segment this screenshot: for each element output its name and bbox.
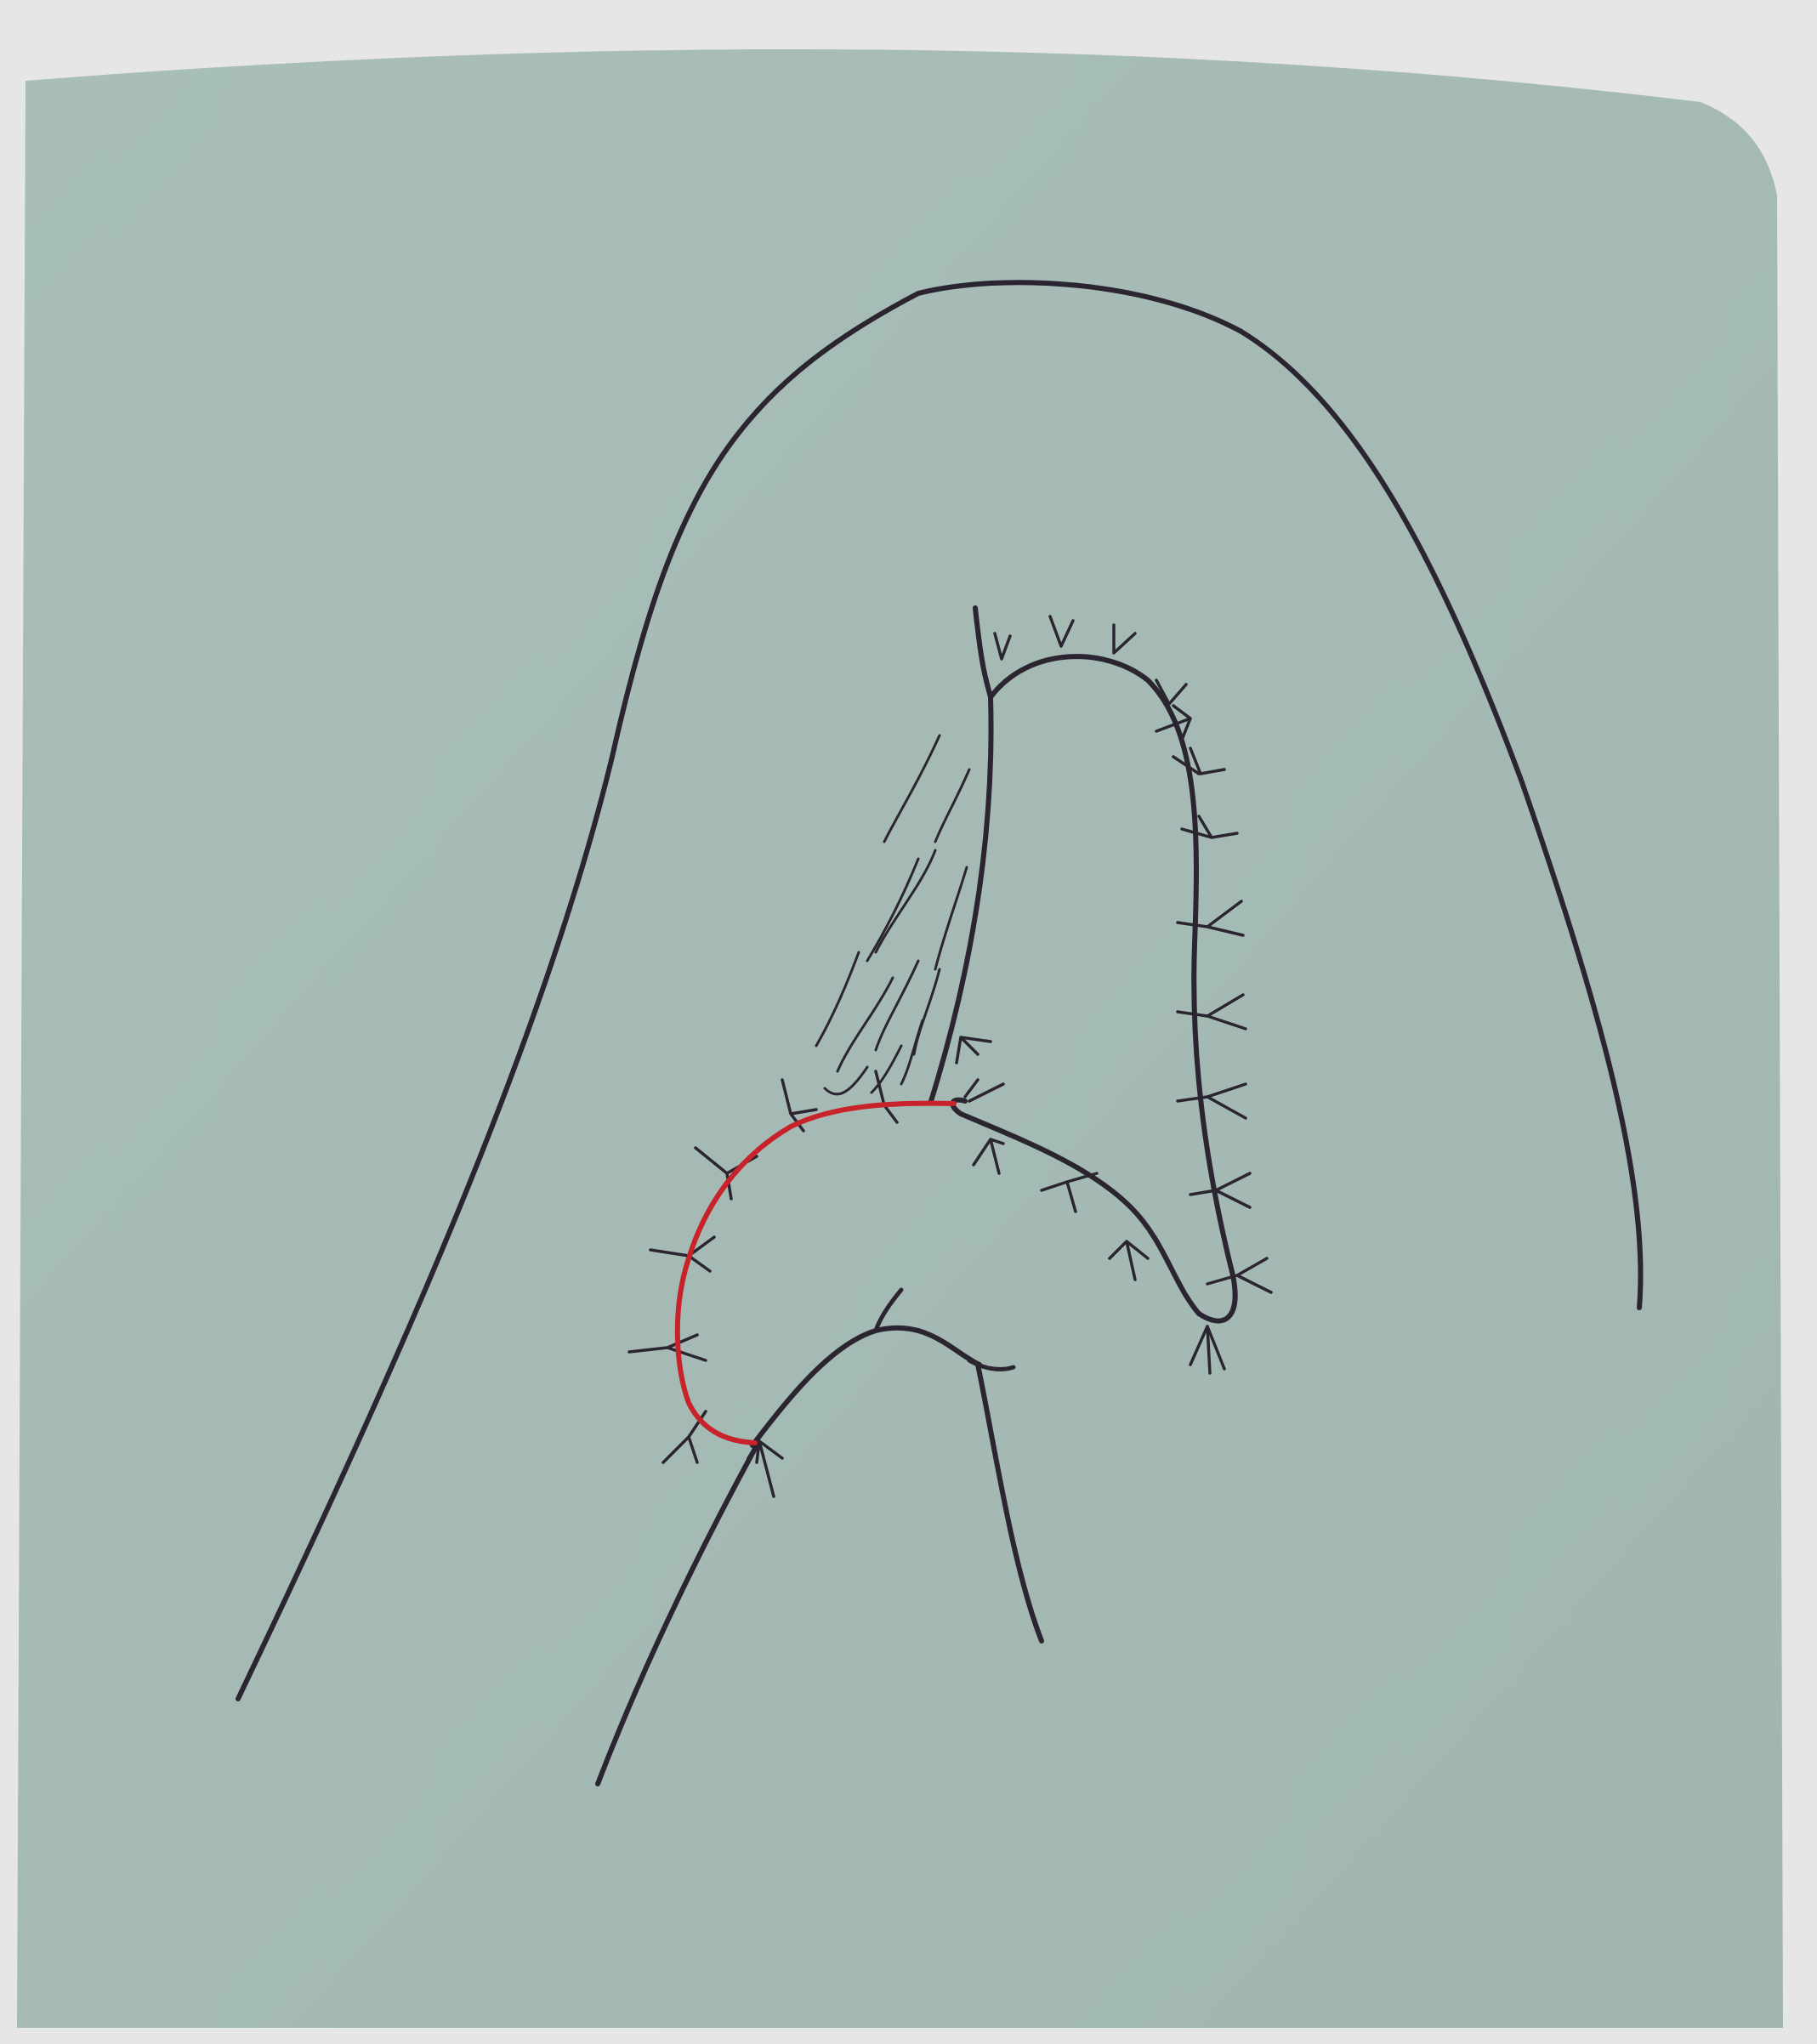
tinted-plate [17, 49, 1783, 2028]
